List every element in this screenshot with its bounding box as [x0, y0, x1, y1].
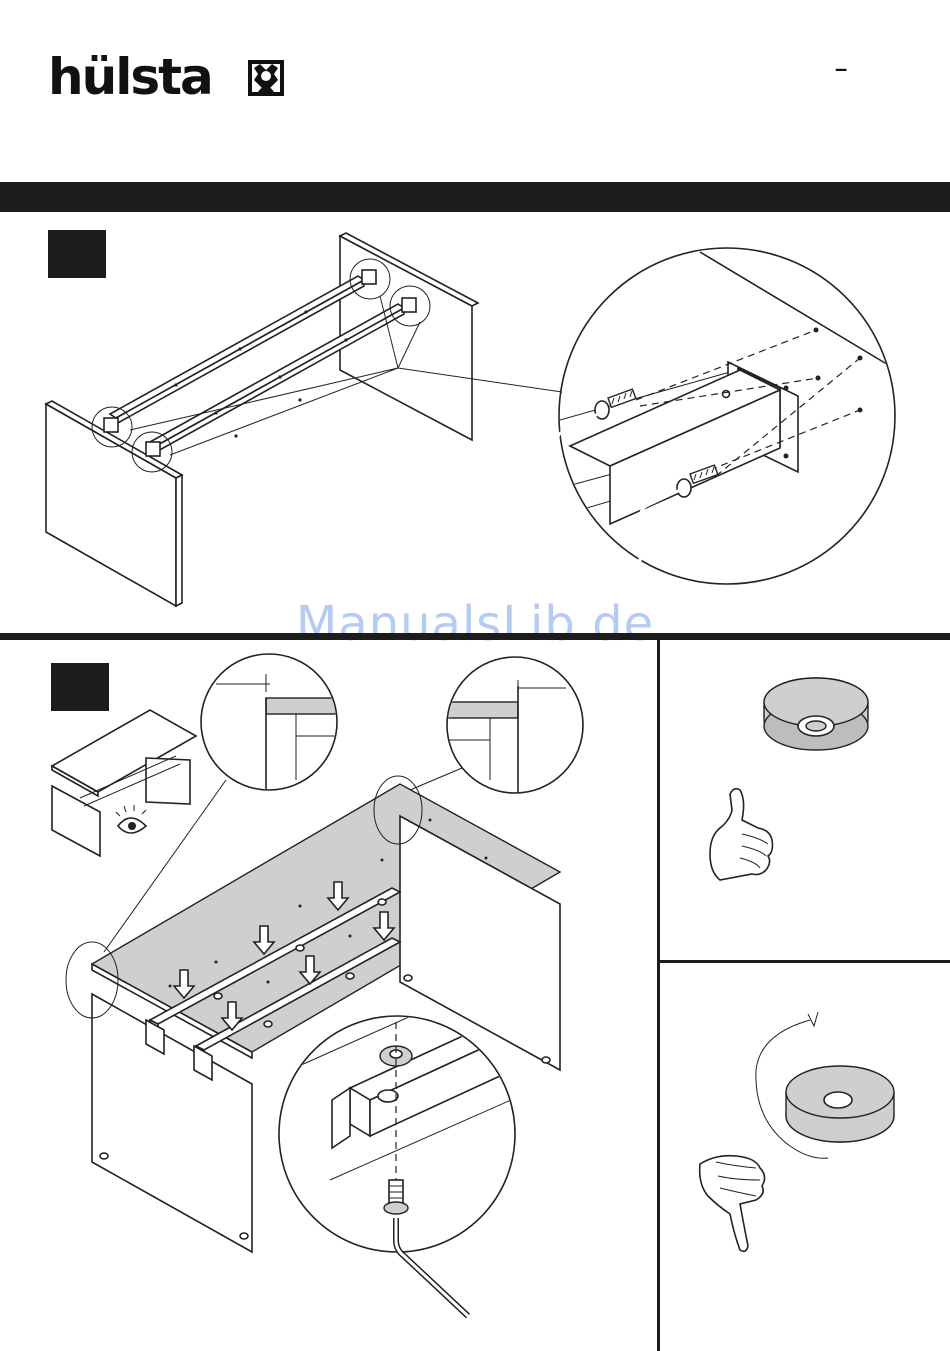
cam-bolt-icon: [595, 389, 636, 419]
cam-nut-icon: [786, 1066, 894, 1142]
allen-key-icon: [396, 1218, 468, 1316]
step-2-illustration: [0, 640, 657, 1351]
step-1-illustration: [0, 0, 950, 640]
cam-nut-icon: [764, 678, 868, 750]
section-bar-middle: [0, 633, 950, 640]
thumbs-up-icon: [710, 789, 773, 880]
eye-icon: [116, 805, 146, 833]
allen-key-icon: [556, 414, 598, 538]
thumbs-down-icon: [700, 1156, 765, 1252]
cam-nut-guide: [660, 640, 950, 1351]
